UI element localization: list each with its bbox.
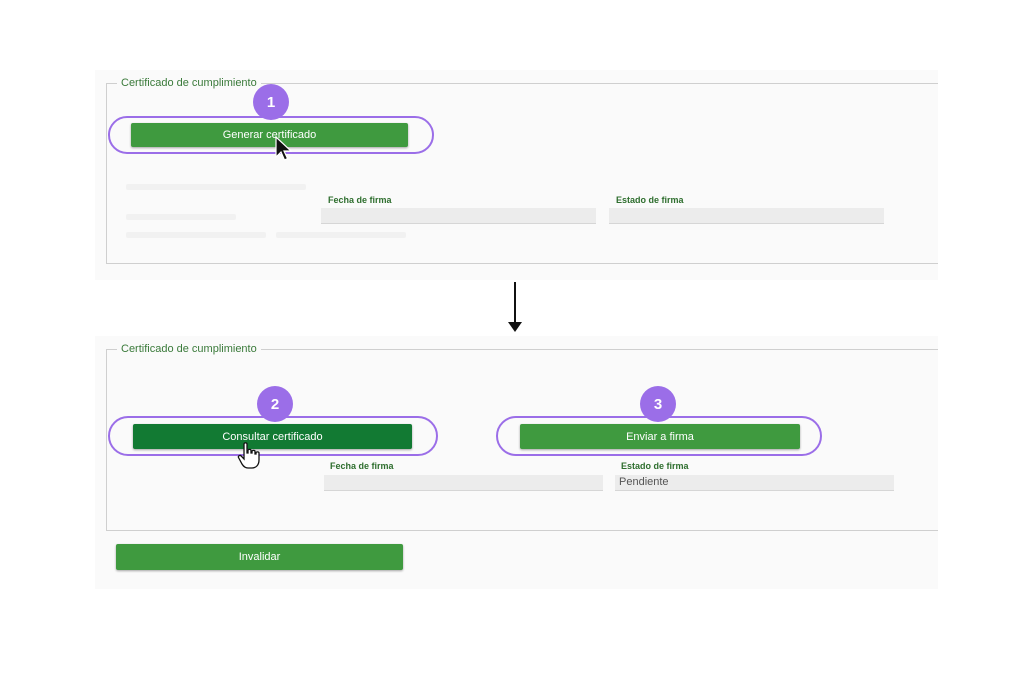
fecha-field[interactable] <box>324 475 603 491</box>
generate-certificate-button[interactable]: Generar certificado <box>131 123 408 147</box>
certificate-legend: Certificado de cumplimiento <box>117 342 261 356</box>
blurred-row <box>126 214 236 220</box>
arrow-pointer-icon <box>275 135 293 161</box>
estado-label: Estado de firma <box>616 195 684 205</box>
down-arrow-head <box>508 322 522 332</box>
certificate-legend: Certificado de cumplimiento <box>117 76 261 90</box>
fecha-label: Fecha de firma <box>328 195 392 205</box>
blurred-row <box>126 184 306 190</box>
step-badge-2: 2 <box>257 386 293 422</box>
fecha-field[interactable] <box>321 208 596 224</box>
before-panel <box>95 70 938 280</box>
invalidate-button[interactable]: Invalidar <box>116 544 403 570</box>
consult-certificate-button[interactable]: Consultar certificado <box>133 424 412 449</box>
estado-label: Estado de firma <box>621 461 689 471</box>
step-badge-1: 1 <box>253 84 289 120</box>
step-badge-3: 3 <box>640 386 676 422</box>
certificate-fieldset-after: Certificado de cumplimiento <box>106 342 938 531</box>
down-arrow-icon <box>514 282 516 326</box>
estado-field[interactable] <box>609 208 884 224</box>
send-to-sign-button[interactable]: Enviar a firma <box>520 424 800 449</box>
hand-pointer-icon <box>237 442 260 469</box>
certificate-fieldset-before: Certificado de cumplimiento <box>106 76 938 264</box>
blurred-row <box>126 232 266 238</box>
estado-field[interactable]: Pendiente <box>615 475 894 491</box>
blurred-row <box>276 232 406 238</box>
fecha-label: Fecha de firma <box>330 461 394 471</box>
